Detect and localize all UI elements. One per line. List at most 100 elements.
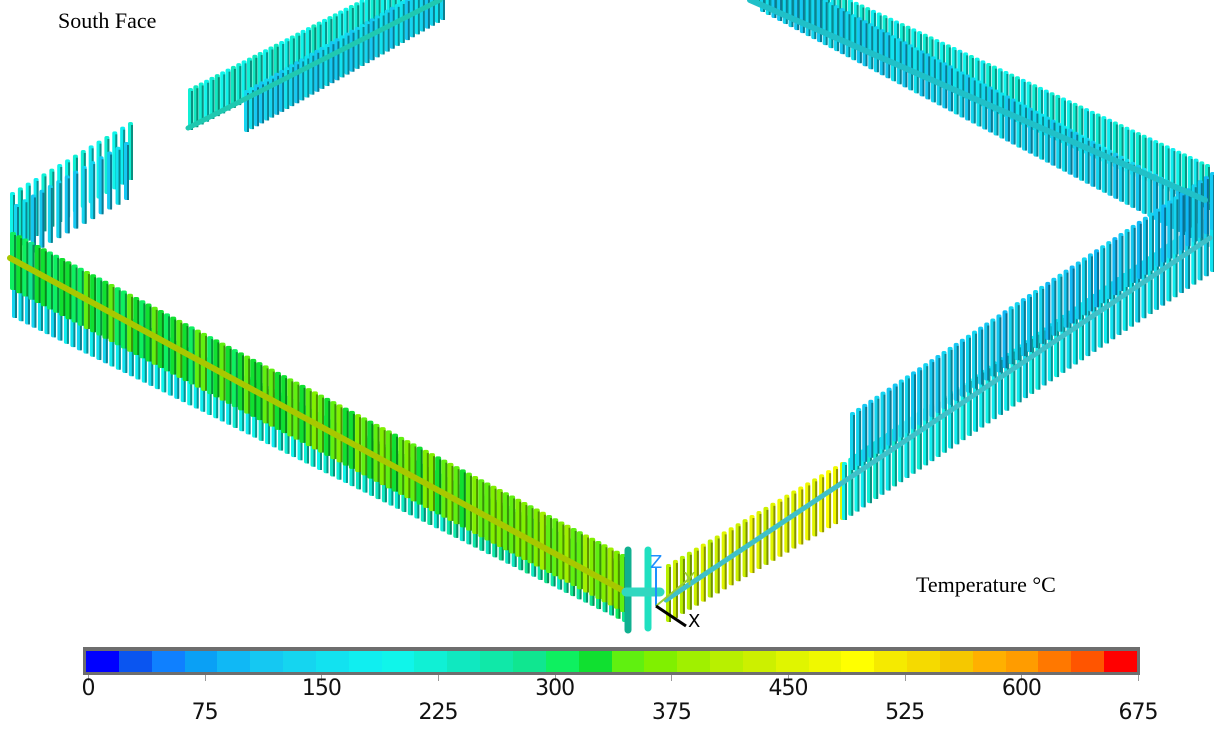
fin-edge: [351, 8, 354, 48]
legend-swatch: [1038, 651, 1072, 672]
fin-edge: [1194, 229, 1197, 285]
triad-y-label: Y: [683, 569, 696, 590]
fin-edge: [1200, 183, 1203, 239]
legend-swatch: [86, 651, 119, 672]
fin-edge: [587, 537, 590, 593]
fin-edge: [282, 72, 285, 112]
fin-edge: [1076, 134, 1079, 178]
fin-edge: [1070, 131, 1073, 175]
legend-swatch: [710, 651, 743, 672]
fin-edge: [93, 164, 96, 220]
fin-edge: [377, 426, 380, 482]
legend-quantity-label: Temperature °C: [916, 572, 1056, 597]
fin-edge: [543, 514, 546, 570]
fin-edge: [494, 488, 497, 544]
fin-edge: [1007, 98, 1010, 142]
fin-edge: [994, 364, 997, 420]
legend-tick-mark: [88, 675, 89, 681]
fin-edge: [422, 0, 425, 32]
fin-edge: [932, 362, 935, 418]
legend-swatch: [742, 651, 776, 672]
fin-edge: [1053, 122, 1056, 166]
fin-edge: [1012, 76, 1015, 120]
fin-edge: [1161, 145, 1164, 189]
legend-swatch: [677, 651, 711, 672]
fin-edge: [261, 385, 264, 441]
fin-edge: [1206, 221, 1209, 277]
fin-edge: [262, 84, 265, 124]
fin-edge: [550, 517, 553, 573]
fin-edge: [1138, 135, 1141, 179]
fin-edge: [1038, 334, 1041, 390]
fin-edge: [1113, 284, 1116, 340]
fin-edge: [574, 530, 577, 586]
fin-edge: [842, 11, 845, 55]
fin-edge: [212, 79, 215, 119]
fin-edge: [252, 90, 255, 130]
legend-swatch: [972, 651, 1006, 672]
fin-edge: [1139, 223, 1142, 279]
fin-edge: [1048, 284, 1051, 340]
fin-edge: [1007, 355, 1010, 411]
fin-edge: [357, 5, 360, 45]
fin-edge: [1161, 179, 1164, 223]
fin-edge: [397, 6, 400, 46]
fin-edge: [996, 92, 999, 136]
legend-swatch: [874, 651, 908, 672]
fin-edge: [396, 436, 399, 492]
fin-edge: [362, 26, 365, 66]
fin-edge: [829, 473, 832, 529]
fin-edge: [1042, 116, 1045, 160]
fin-edge: [1200, 225, 1203, 281]
fin-edge: [814, 0, 817, 40]
fin-edge: [1145, 219, 1148, 275]
legend-swatch: [447, 651, 481, 672]
fin-edge: [1060, 276, 1063, 332]
fin-edge: [1047, 119, 1050, 163]
fin-edge: [1088, 301, 1091, 357]
fin-edge: [773, 505, 776, 561]
manifold-left: [7, 255, 625, 593]
fin-edge: [367, 24, 370, 64]
fin-edge: [1017, 79, 1020, 123]
fin-edge: [1190, 159, 1193, 203]
fin-edge: [67, 178, 70, 234]
fin-edge: [101, 159, 104, 215]
fin-edge: [1098, 116, 1101, 160]
legend-swatch: [151, 651, 185, 672]
fin-edge: [1000, 359, 1003, 415]
fin-edge: [1064, 100, 1067, 144]
fin-edge: [957, 389, 960, 445]
fin-edge: [352, 32, 355, 72]
fin-edge: [975, 376, 978, 432]
fin-edge: [907, 378, 910, 434]
fin-edge: [808, 0, 811, 37]
fin-edge: [297, 64, 300, 104]
legend-swatch: [283, 651, 316, 672]
fin-edge: [469, 475, 472, 531]
fin-edge: [1054, 280, 1057, 336]
fin-row-back-left-rear: [244, 0, 445, 132]
fin-edge: [244, 63, 247, 103]
fin-edge: [1059, 125, 1062, 169]
fin-edge: [1005, 313, 1008, 369]
fin-edge: [963, 385, 966, 441]
fin-edge: [990, 89, 993, 133]
legend-tick-label: 225: [418, 700, 459, 725]
fin-edge: [865, 23, 868, 67]
fin-edge: [1030, 110, 1033, 154]
fin-edge: [845, 465, 847, 520]
legend-tick-mark: [788, 675, 789, 681]
fin-edge: [1125, 275, 1128, 331]
fin-edge: [831, 5, 834, 49]
fin-edge: [1094, 296, 1097, 352]
fin-edge: [277, 75, 280, 115]
fin-edge: [556, 521, 559, 577]
fin-edge: [1163, 250, 1166, 306]
fin-edge: [1194, 187, 1197, 243]
fin-edge: [1023, 81, 1026, 125]
legend-swatch: [184, 651, 218, 672]
fin-edge: [1164, 207, 1167, 263]
fin-edge: [1025, 107, 1028, 151]
fin-edge: [432, 456, 435, 512]
